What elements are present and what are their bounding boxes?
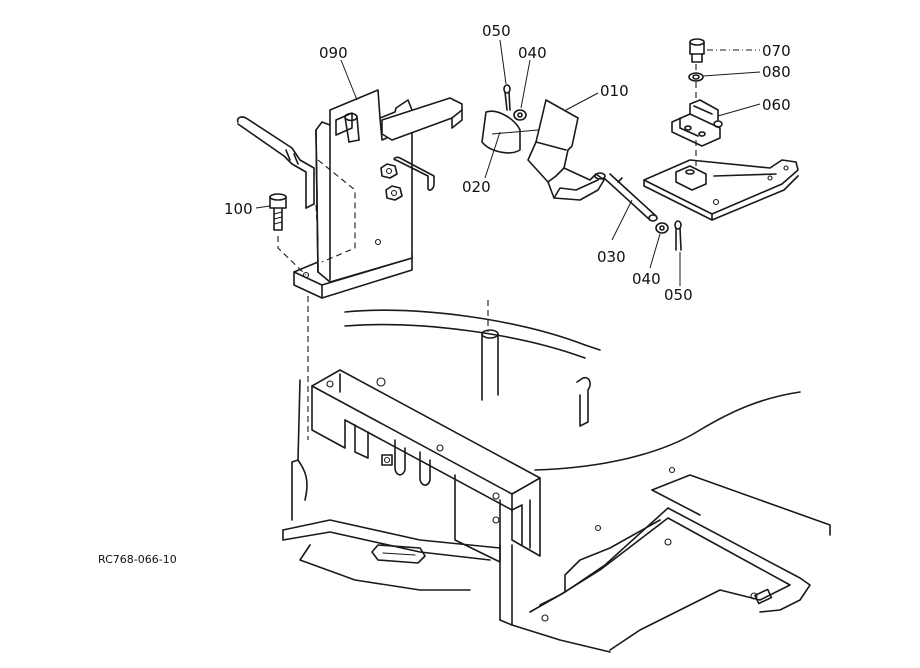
cotter-pin-050-lower [674,220,682,251]
callout-070: 070 [762,42,791,60]
bolt-100-leader [277,236,307,276]
callout-100: 100 [224,200,253,218]
crossmember [311,369,541,563]
bolt-100 [269,193,287,231]
pedal-010 [527,99,606,201]
frame-chassis [282,309,831,653]
washer-040-lower [655,222,669,234]
callout-040-upper: 040 [518,44,547,62]
cotter-pin-050-upper [503,84,511,111]
callout-050-upper: 050 [482,22,511,40]
bolt-070 [689,38,705,63]
callout-050-lower: 050 [664,286,693,304]
leader-lines [255,39,761,286]
drawing-reference: RC768-066-10 [98,553,177,566]
callout-010: 010 [600,82,629,100]
callout-090: 090 [319,44,348,62]
washer-080 [688,72,704,82]
callout-040-lower: 040 [632,270,661,288]
nut [380,163,398,179]
nut [385,185,403,201]
support-post [481,329,513,626]
bracket-090 [236,89,463,299]
callout-080: 080 [762,63,791,81]
callout-060: 060 [762,96,791,114]
callout-020: 020 [462,178,491,196]
washer-040-upper [513,109,527,121]
pin-030 [603,173,658,222]
frame-hook [576,376,591,427]
pivot-bracket-060 [671,99,723,147]
callout-030: 030 [597,248,626,266]
frame-bolt-hole [376,377,386,387]
pedal-pad-020 [481,110,521,154]
mount-plate [643,159,799,221]
floor-step-plate [511,466,831,653]
